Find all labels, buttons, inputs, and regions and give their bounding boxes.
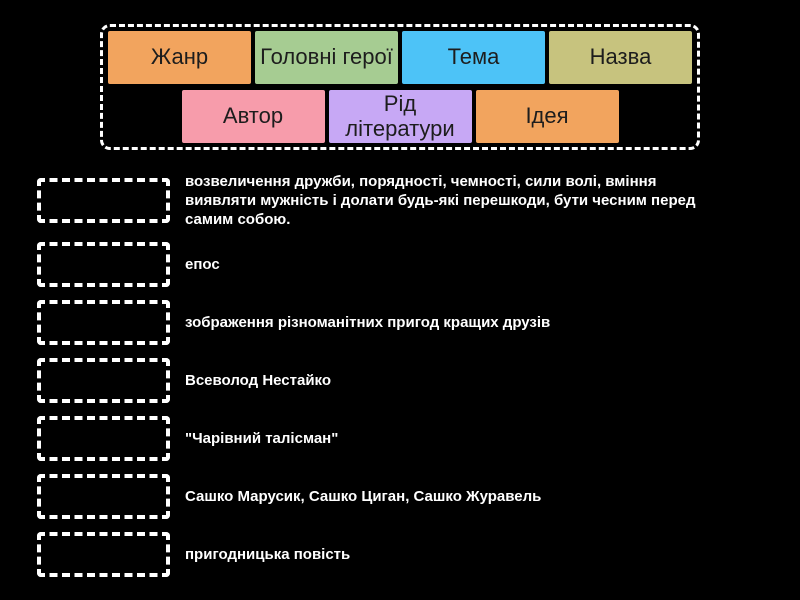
clue-text-3: зображення різноманітних пригод кращих д… xyxy=(185,314,551,331)
tile-idea[interactable]: Ідея xyxy=(475,90,619,143)
tile-genre[interactable]: Жанр xyxy=(108,31,251,84)
match-row-1: возвеличення дружби, порядності, чемност… xyxy=(37,172,725,229)
match-row-7: пригодницька повість xyxy=(37,532,725,577)
clue-text-1: возвеличення дружби, порядності, чемност… xyxy=(185,173,696,228)
tile-author-label: Автор xyxy=(222,103,284,129)
clue-text-2: епос xyxy=(185,256,220,273)
drop-zone-4[interactable] xyxy=(37,358,170,403)
tile-literary-kind-label: Рід літератури xyxy=(345,90,455,141)
drop-zone-3[interactable] xyxy=(37,300,170,345)
tile-title[interactable]: Назва xyxy=(549,31,692,84)
match-row-2: епос xyxy=(37,242,725,287)
word-bank: Жанр Головні герої Тема Назва Автор Рід літе… xyxy=(100,24,700,150)
tile-title-label: Назва xyxy=(589,44,652,70)
tile-idea-label: Ідея xyxy=(525,103,569,129)
tile-theme[interactable]: Тема xyxy=(402,31,545,84)
word-bank-row-2: Автор Рід літератури Ідея xyxy=(108,90,692,143)
drop-zone-2[interactable] xyxy=(37,242,170,287)
match-row-3: зображення різноманітних пригод кращих д… xyxy=(37,300,725,345)
clue-text-7: пригодницька повість xyxy=(185,546,351,563)
word-bank-row-1: Жанр Головні герої Тема Назва xyxy=(108,31,692,84)
clue-text-4: Всеволод Нестайко xyxy=(185,372,332,389)
match-row-5: "Чарівний талісман" xyxy=(37,416,725,461)
clue-text-6: Сашко Марусик, Сашко Циган, Сашко Жураве… xyxy=(185,488,542,505)
tile-main-characters[interactable]: Головні герої xyxy=(255,31,398,84)
drop-zone-5[interactable] xyxy=(37,416,170,461)
tile-main-characters-label: Головні герої xyxy=(260,44,393,70)
drop-zone-7[interactable] xyxy=(37,532,170,577)
clue-text-5: "Чарівний талісман" xyxy=(185,430,339,447)
tile-author[interactable]: Автор xyxy=(181,90,325,143)
tile-literary-kind[interactable]: Рід літератури xyxy=(328,90,472,143)
drop-zone-1[interactable] xyxy=(37,178,170,223)
match-row-6: Сашко Марусик, Сашко Циган, Сашко Жураве… xyxy=(37,474,725,519)
tile-theme-label: Тема xyxy=(447,44,500,70)
drop-zone-6[interactable] xyxy=(37,474,170,519)
match-list: возвеличення дружби, порядності, чемност… xyxy=(37,172,725,577)
match-row-4: Всеволод Нестайко xyxy=(37,358,725,403)
tile-genre-label: Жанр xyxy=(150,44,209,70)
